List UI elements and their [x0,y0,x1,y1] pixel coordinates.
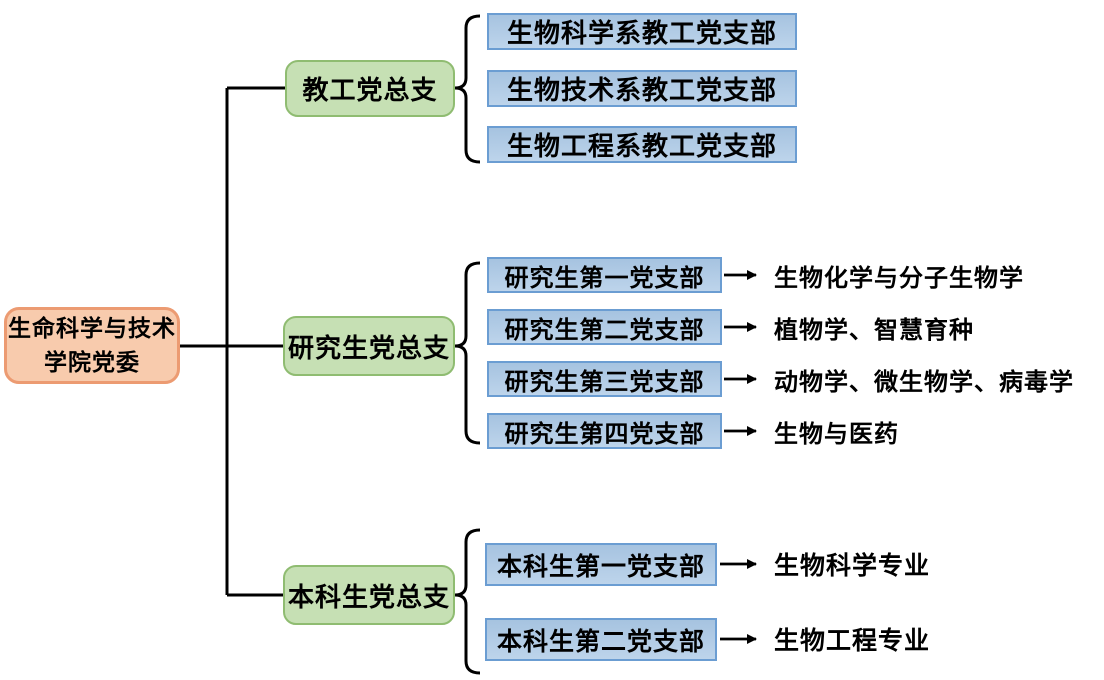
target-label-graduate-2: 植物学、智慧育种 [774,316,974,344]
target-label-undergraduate-1: 生物科学专业 [774,552,931,580]
leaf-node-undergraduate-1: 本科生第一党支部 [485,543,717,586]
bracket-graduate [454,261,481,445]
group-node-undergraduate: 本科生党总支 [283,565,455,625]
leaf-node-graduate-1: 研究生第一党支部 [487,257,722,293]
target-label-graduate-3: 动物学、微生物学、病毒学 [774,368,1074,396]
target-label-graduate-4: 生物与医药 [774,420,899,448]
leaf-node-faculty-3: 生物工程系教工党支部 [487,126,797,163]
leaf-node-faculty-1: 生物科学系教工党支部 [487,13,797,50]
root-node-college-party-committee: 生命科学与技术 学院党委 [4,307,180,384]
leaf-node-graduate-4: 研究生第四党支部 [487,413,722,449]
trunk-connector-line [180,86,285,597]
group-node-graduate: 研究生党总支 [283,316,455,376]
leaf-node-faculty-2: 生物技术系教工党支部 [487,70,797,107]
bracket-undergraduate [454,528,481,675]
target-label-graduate-1: 生物化学与分子生物学 [774,264,1024,292]
group-node-faculty: 教工党总支 [285,60,455,117]
target-label-undergraduate-2: 生物工程专业 [774,627,931,655]
leaf-node-graduate-2: 研究生第二党支部 [487,309,722,345]
leaf-node-undergraduate-2: 本科生第二党支部 [485,618,717,661]
leaf-node-graduate-3: 研究生第三党支部 [487,361,722,397]
bracket-faculty [454,14,481,164]
